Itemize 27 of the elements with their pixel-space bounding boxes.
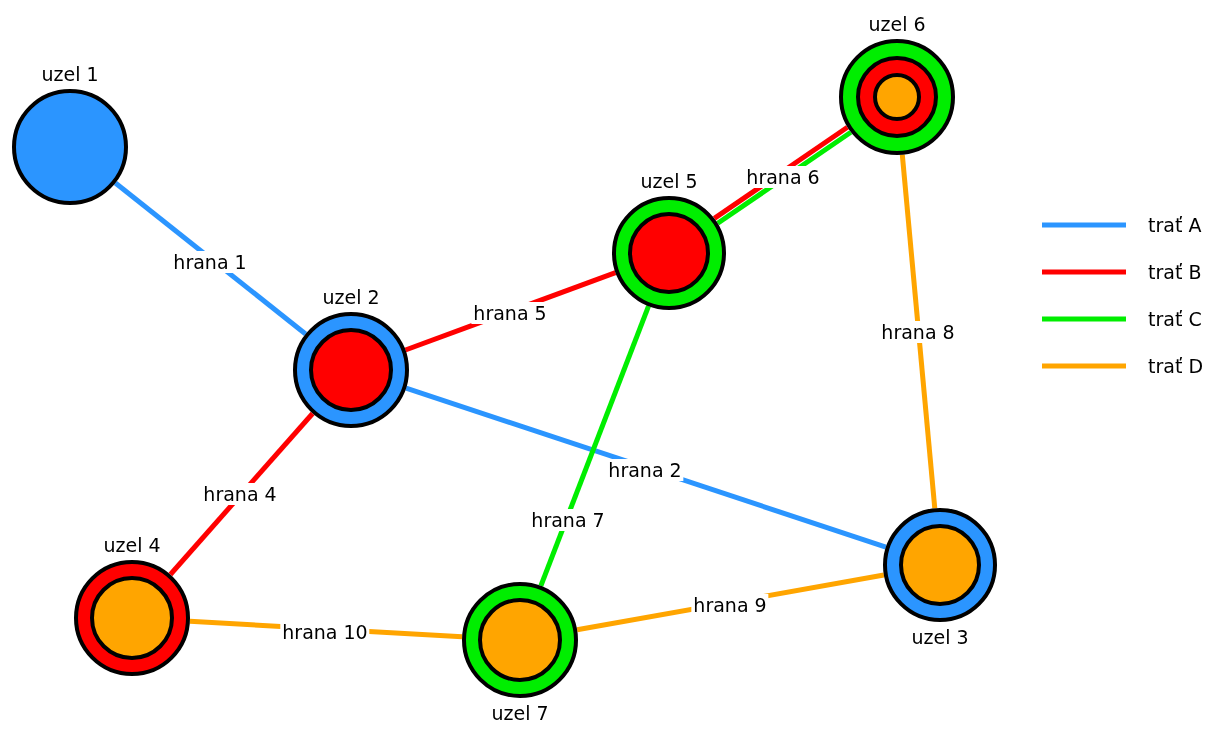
connector-line bbox=[113, 181, 308, 336]
edge-label: hrana 4 bbox=[201, 483, 279, 505]
station-circle bbox=[883, 508, 997, 622]
station-circle bbox=[12, 89, 128, 205]
node-label: uzel 6 bbox=[868, 13, 926, 35]
node-label: uzel 7 bbox=[491, 702, 549, 724]
legend-label: trať C bbox=[1148, 308, 1202, 330]
station-circle bbox=[462, 582, 578, 698]
node-label: uzel 1 bbox=[41, 63, 99, 85]
station-circle bbox=[612, 196, 726, 310]
edge-label: hrana 2 bbox=[606, 459, 684, 481]
connector-line bbox=[405, 385, 887, 550]
legend-label: trať D bbox=[1148, 355, 1204, 377]
node-label: uzel 5 bbox=[640, 170, 698, 192]
node-label: uzel 3 bbox=[911, 626, 969, 648]
legend-label: trať A bbox=[1148, 214, 1202, 236]
connector-line bbox=[538, 305, 651, 587]
connector-line bbox=[168, 411, 315, 577]
legend-label: trať B bbox=[1148, 261, 1202, 283]
station-circle bbox=[74, 560, 190, 676]
station-circle bbox=[293, 312, 409, 428]
node-label: uzel 4 bbox=[103, 534, 161, 556]
edge-label: hrana 6 bbox=[744, 166, 822, 188]
connector-line bbox=[899, 154, 938, 509]
station-circle bbox=[839, 39, 955, 155]
node-label: uzel 2 bbox=[322, 286, 380, 308]
edge-label: hrana 8 bbox=[879, 321, 957, 343]
